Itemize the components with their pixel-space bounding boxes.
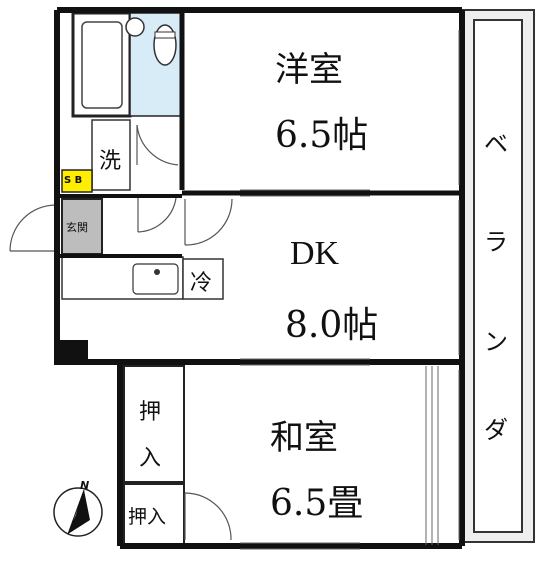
pillar	[58, 340, 88, 365]
dk-room-name: DK	[290, 235, 340, 272]
japanese-room-size: 6.5畳	[270, 483, 364, 524]
closet-lower-label: 押入	[128, 506, 167, 528]
closet-upper-char-1: 押	[139, 400, 162, 425]
refrigerator-label: 冷	[190, 271, 213, 296]
shoe-box-label: S B	[64, 175, 83, 186]
washroom	[91, 119, 179, 191]
veranda-char-1: ベ	[484, 130, 508, 158]
closets	[123, 365, 232, 545]
veranda	[461, 9, 535, 543]
veranda-char-2: ラ	[484, 228, 508, 256]
closet-upper-char-2: 入	[139, 446, 162, 471]
washroom-label: 洗	[99, 149, 122, 174]
kitchen-counter	[61, 256, 224, 300]
walls	[54, 7, 465, 549]
veranda-char-4: ダ	[484, 416, 508, 444]
western-room-name: 洋室	[275, 50, 343, 90]
compass-icon	[53, 487, 103, 537]
entrance	[9, 169, 233, 255]
windows	[240, 30, 460, 550]
japanese-room-name: 和室	[270, 418, 338, 458]
western-room-size: 6.5帖	[275, 115, 369, 156]
dk-room-size: 8.0帖	[285, 305, 379, 346]
veranda-char-3: ン	[484, 328, 508, 356]
bathroom	[71, 11, 183, 118]
entrance-label: 玄関	[66, 221, 88, 234]
north-label: N	[80, 479, 90, 492]
